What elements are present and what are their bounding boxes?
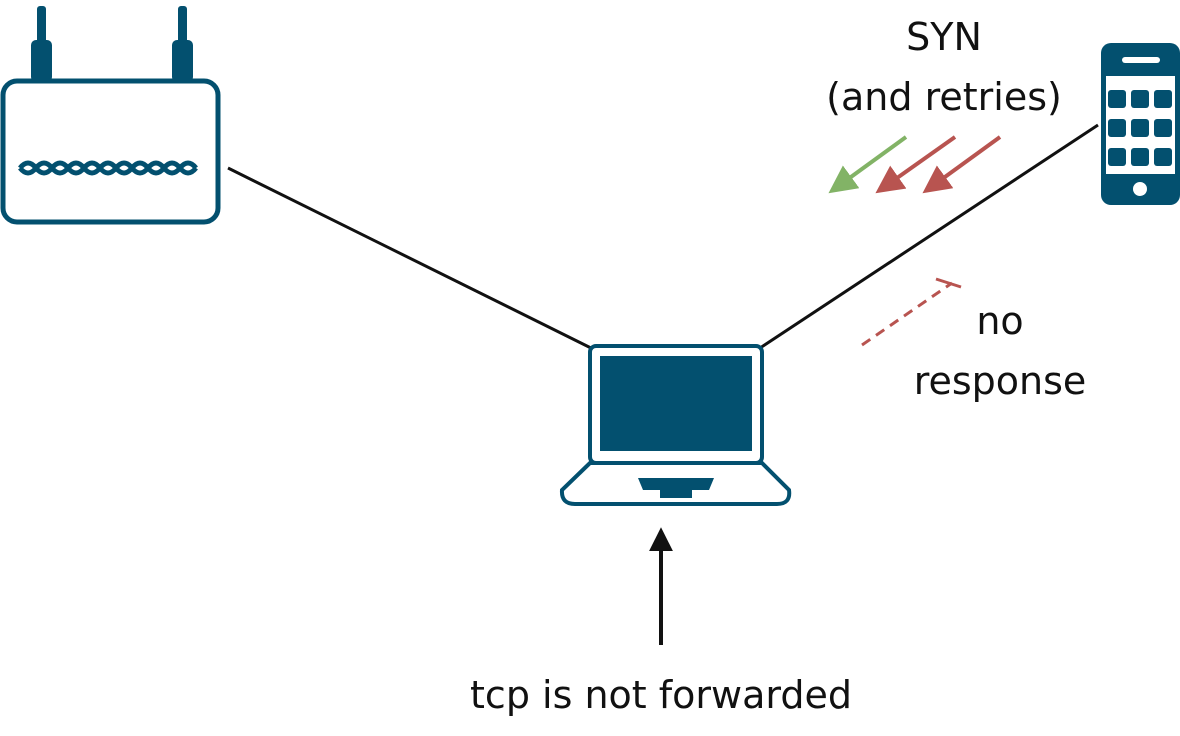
syn-arrow-green xyxy=(828,135,908,194)
laptop-icon xyxy=(559,344,792,506)
no-response-label-2: response xyxy=(914,359,1087,403)
router-icon xyxy=(0,6,221,225)
syn-label: SYN xyxy=(906,15,982,59)
tcp-note-label: tcp is not forwarded xyxy=(470,673,852,717)
no-response-tick xyxy=(935,277,962,289)
router-laptop-link xyxy=(227,166,596,352)
no-response-label-1: no xyxy=(976,299,1023,343)
syn-arrow-retry-1 xyxy=(875,135,957,194)
syn-arrow-retry-2 xyxy=(922,135,1002,194)
smartphone-icon xyxy=(1101,43,1180,205)
syn-retries-label: (and retries) xyxy=(826,75,1062,119)
no-response-dashed xyxy=(861,281,953,347)
phone-laptop-link xyxy=(759,123,1099,350)
